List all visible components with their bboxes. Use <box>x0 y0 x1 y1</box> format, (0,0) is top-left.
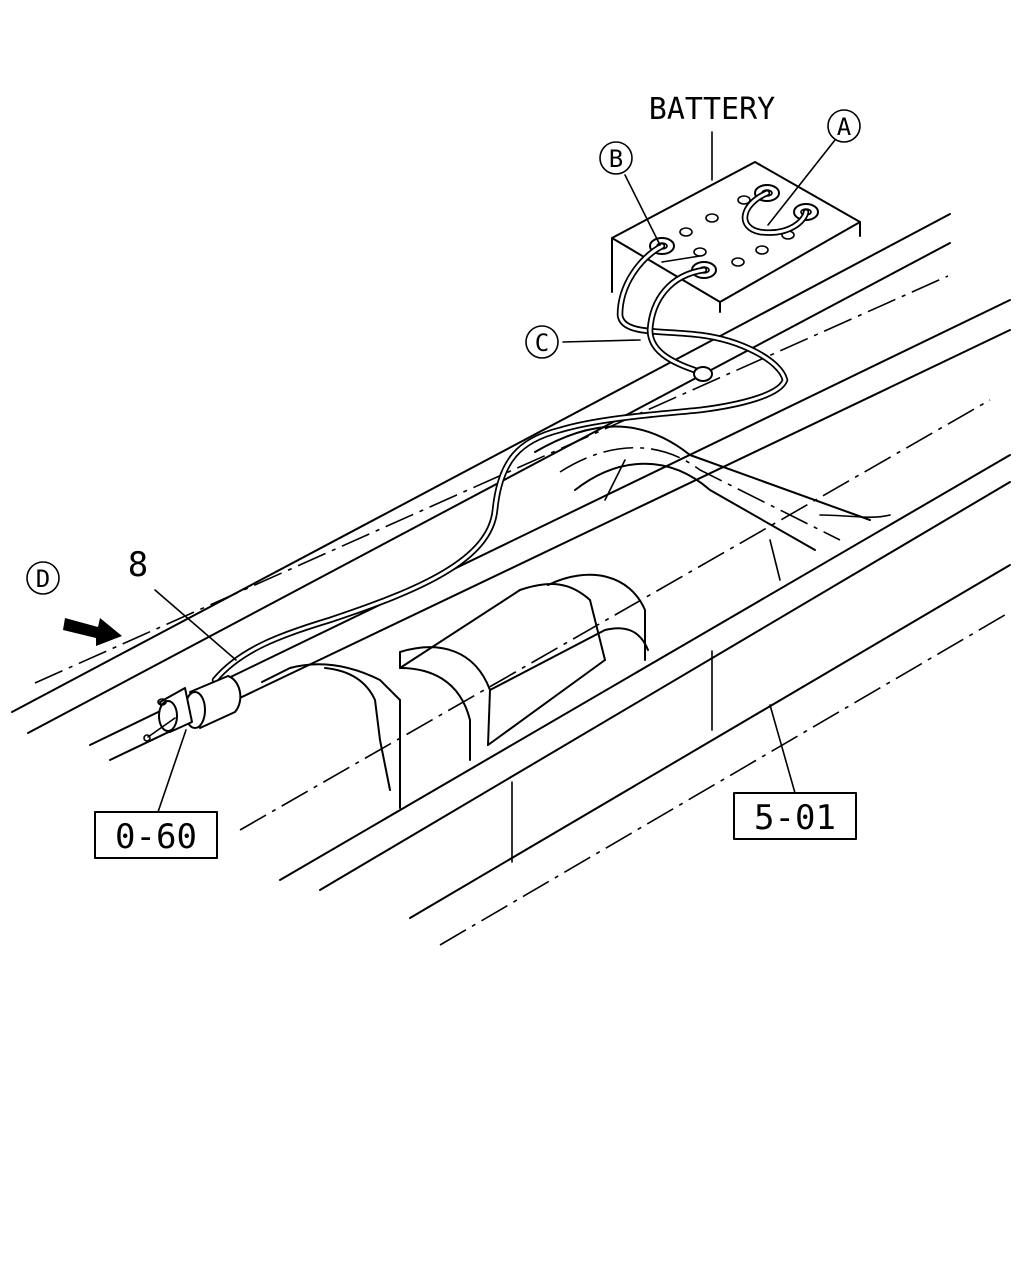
ref-connector-label: 0-60 <box>115 817 197 857</box>
ref-frame-label: 5-01 <box>754 798 836 838</box>
view-direction-arrow <box>63 618 122 646</box>
callout-c-label: C <box>535 329 549 357</box>
callout-a: A <box>827 109 861 143</box>
callout-d-label: D <box>36 565 50 593</box>
part-number-label: 8 <box>128 545 148 585</box>
ground-terminal <box>693 366 713 382</box>
wire-harness <box>211 189 810 684</box>
callout-d: D <box>26 561 60 595</box>
battery-label: BATTERY <box>649 92 775 127</box>
callout-b: B <box>599 141 633 175</box>
cross-member <box>534 425 891 581</box>
battery-box <box>611 161 861 313</box>
frame-rails <box>11 213 1011 946</box>
callout-c: C <box>525 325 559 359</box>
leader-lines <box>154 131 836 813</box>
callout-b-label: B <box>609 145 623 173</box>
callout-a-label: A <box>837 113 852 141</box>
harness-connector <box>143 675 242 742</box>
battery-cell-holes <box>679 195 795 267</box>
ref-box-frame: 5-01 <box>733 792 857 840</box>
fuel-tank <box>261 573 649 809</box>
ref-box-connector: 0-60 <box>94 811 218 859</box>
